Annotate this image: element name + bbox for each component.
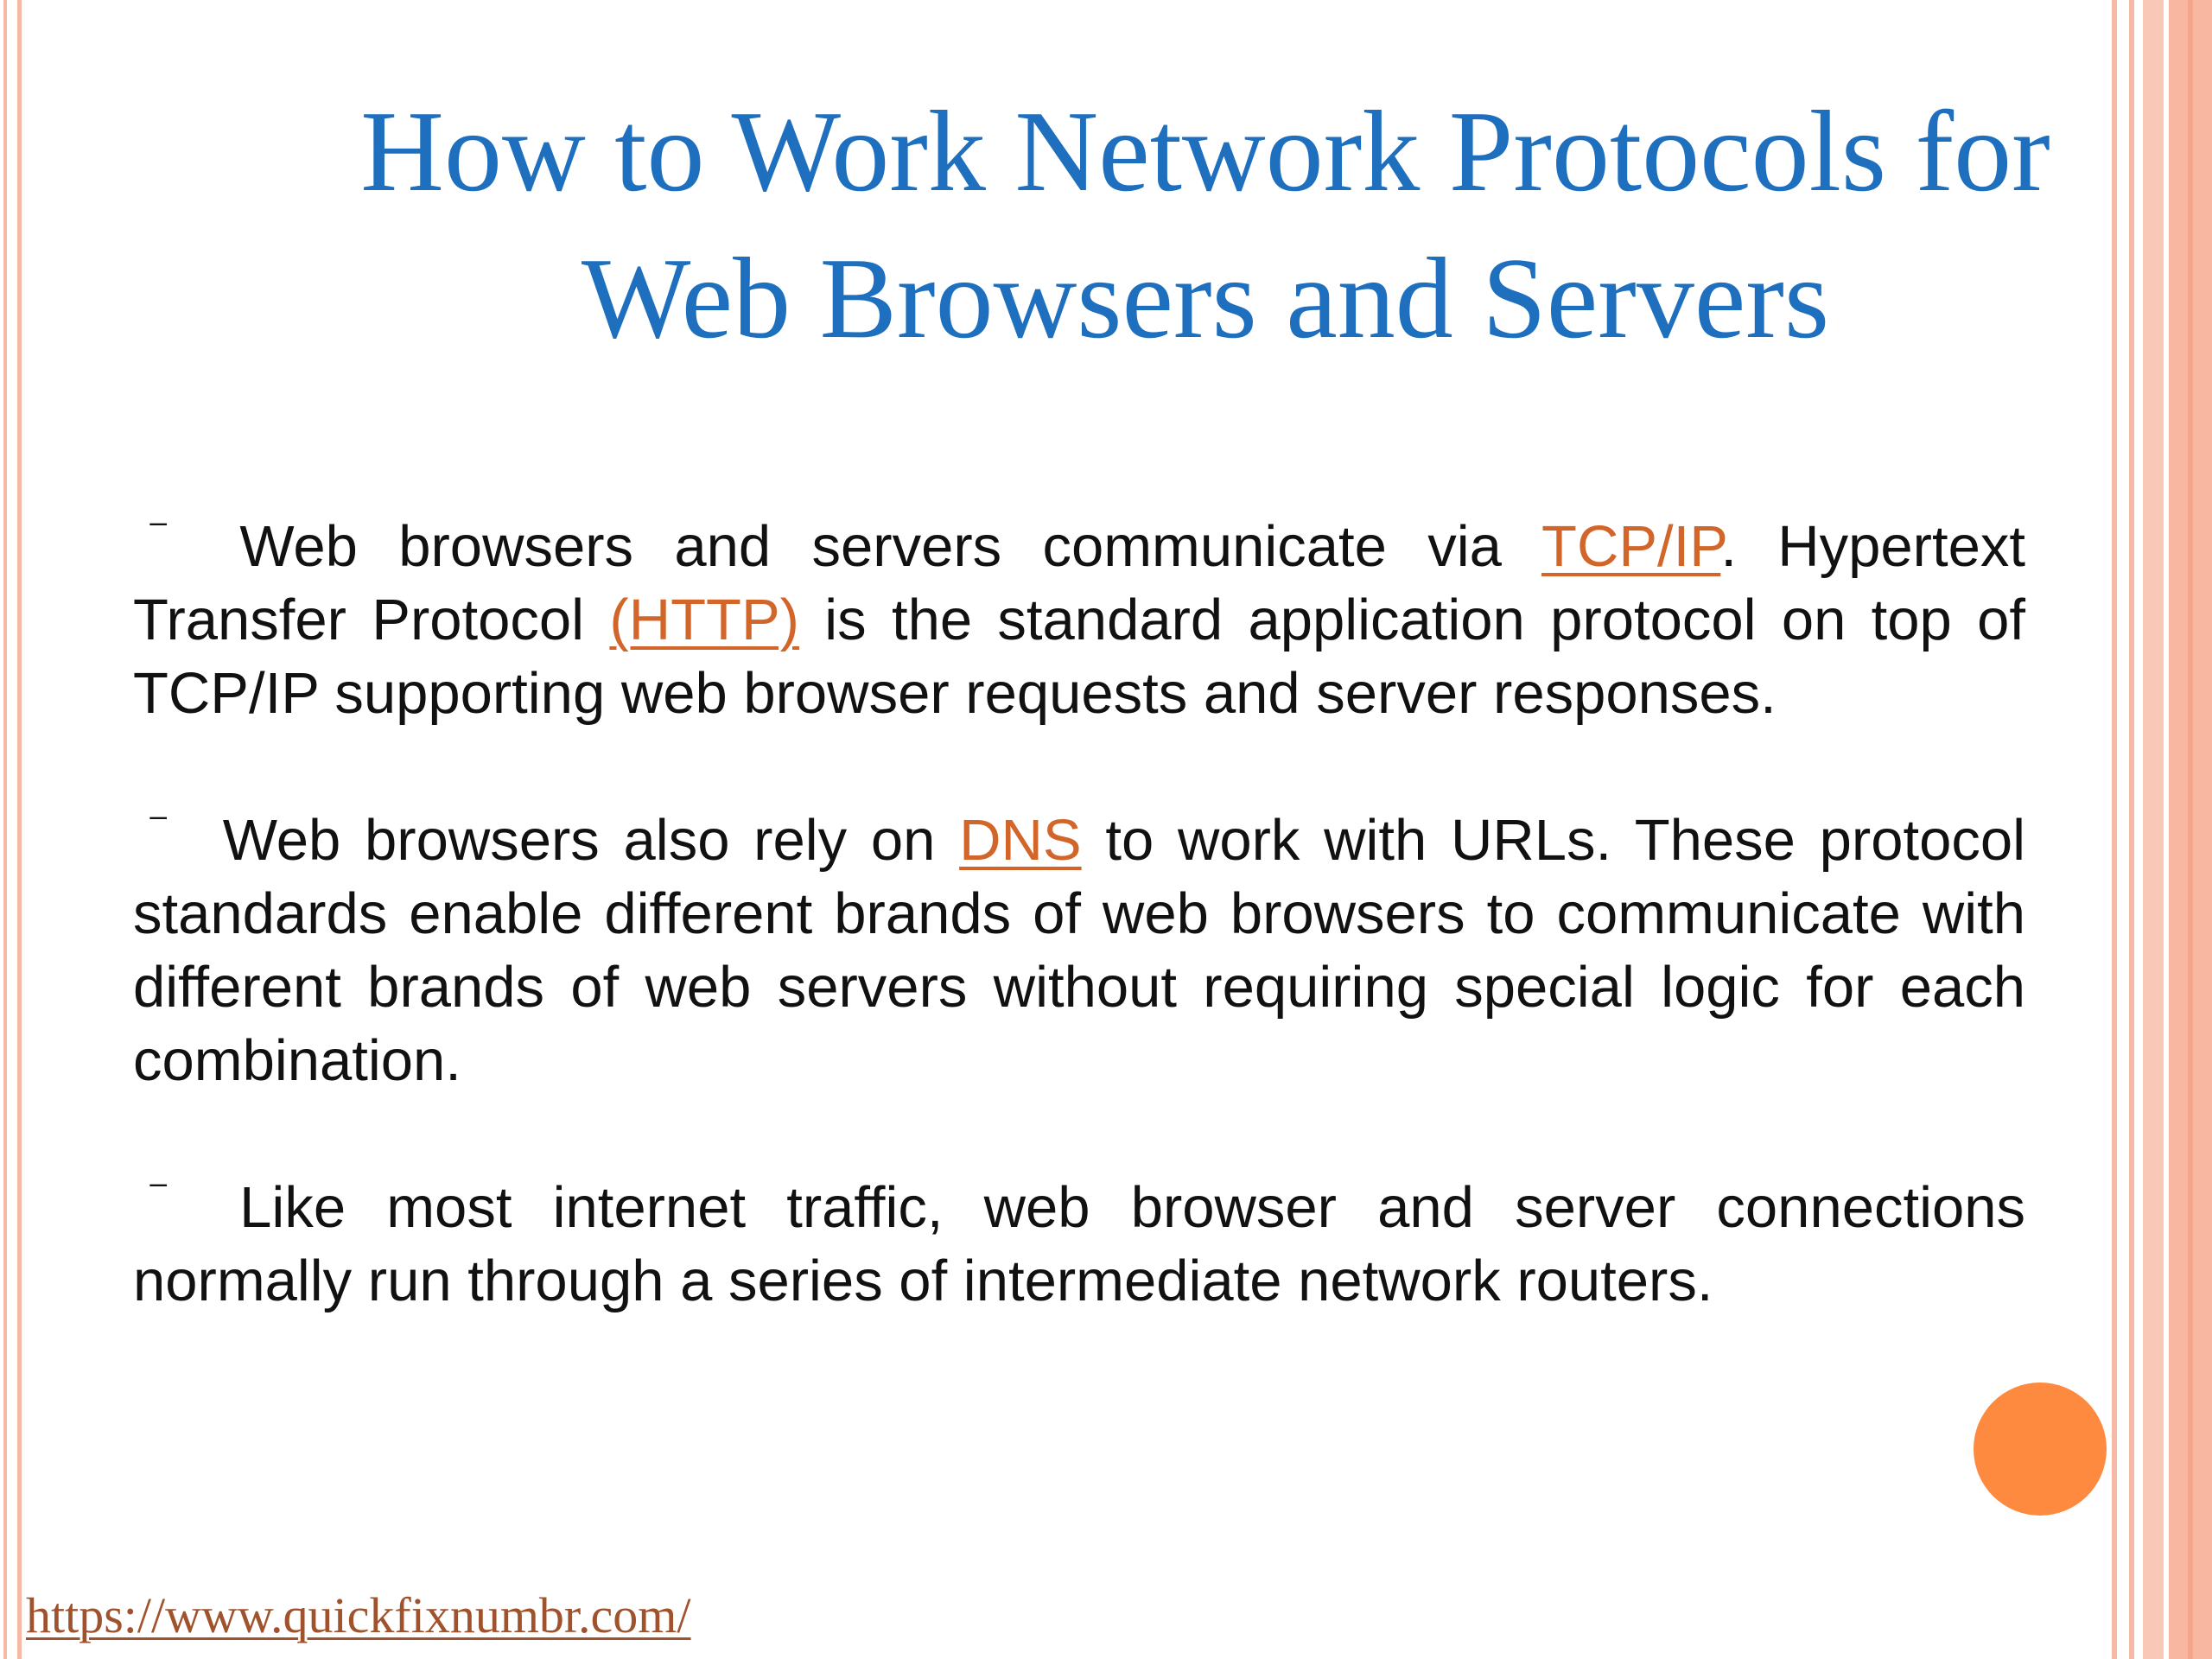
bullet-mark: ⁻ <box>147 801 170 849</box>
paragraph-routers: ⁻ Like most internet traffic, web browse… <box>133 1171 2025 1318</box>
tcpip-link[interactable]: TCP/IP <box>1541 514 1721 579</box>
border-stripe <box>2129 0 2134 1659</box>
paragraph-text: Web browsers and servers communicate via <box>199 514 1542 579</box>
paragraph-tcpip: ⁻ Web browsers and servers communicate v… <box>133 510 2025 730</box>
left-border-line <box>3 0 7 1659</box>
orange-accent-circle <box>1974 1382 2107 1516</box>
left-border-line <box>17 0 22 1659</box>
paragraph-dns: ⁻ Web browsers also rely on DNS to work … <box>133 804 2025 1097</box>
border-stripe <box>2143 0 2164 1659</box>
footer-website-link[interactable]: https://www.quickfixnumbr.com/ <box>26 1587 691 1643</box>
title-line-1: How to Work Network Protocols for <box>360 87 2050 215</box>
paragraph-text: to work with URLs. These protocol standa… <box>133 808 2025 1093</box>
right-border-stripes <box>2108 0 2212 1659</box>
title-line-2: Web Browsers and Servers <box>581 234 1830 362</box>
bullet-mark: ⁻ <box>147 507 170 556</box>
dns-link[interactable]: DNS <box>959 808 1082 873</box>
paragraph-text: Like most internet traffic, web browser … <box>133 1175 2025 1313</box>
border-stripe <box>2188 0 2193 1659</box>
slide-content: ⁻ Web browsers and servers communicate v… <box>133 510 2025 1391</box>
bullet-mark: ⁻ <box>147 1168 170 1217</box>
paragraph-text: Web browsers also rely on <box>199 808 960 873</box>
paragraph-text: . Hypertext Transfer Protocol <box>133 514 2025 652</box>
border-stripe <box>2112 0 2117 1659</box>
slide-title: How to Work Network Protocols for Web Br… <box>285 78 2126 372</box>
http-link[interactable]: (HTTP) <box>609 588 799 652</box>
paragraph-text: is the standard application protocol on … <box>133 588 2025 726</box>
